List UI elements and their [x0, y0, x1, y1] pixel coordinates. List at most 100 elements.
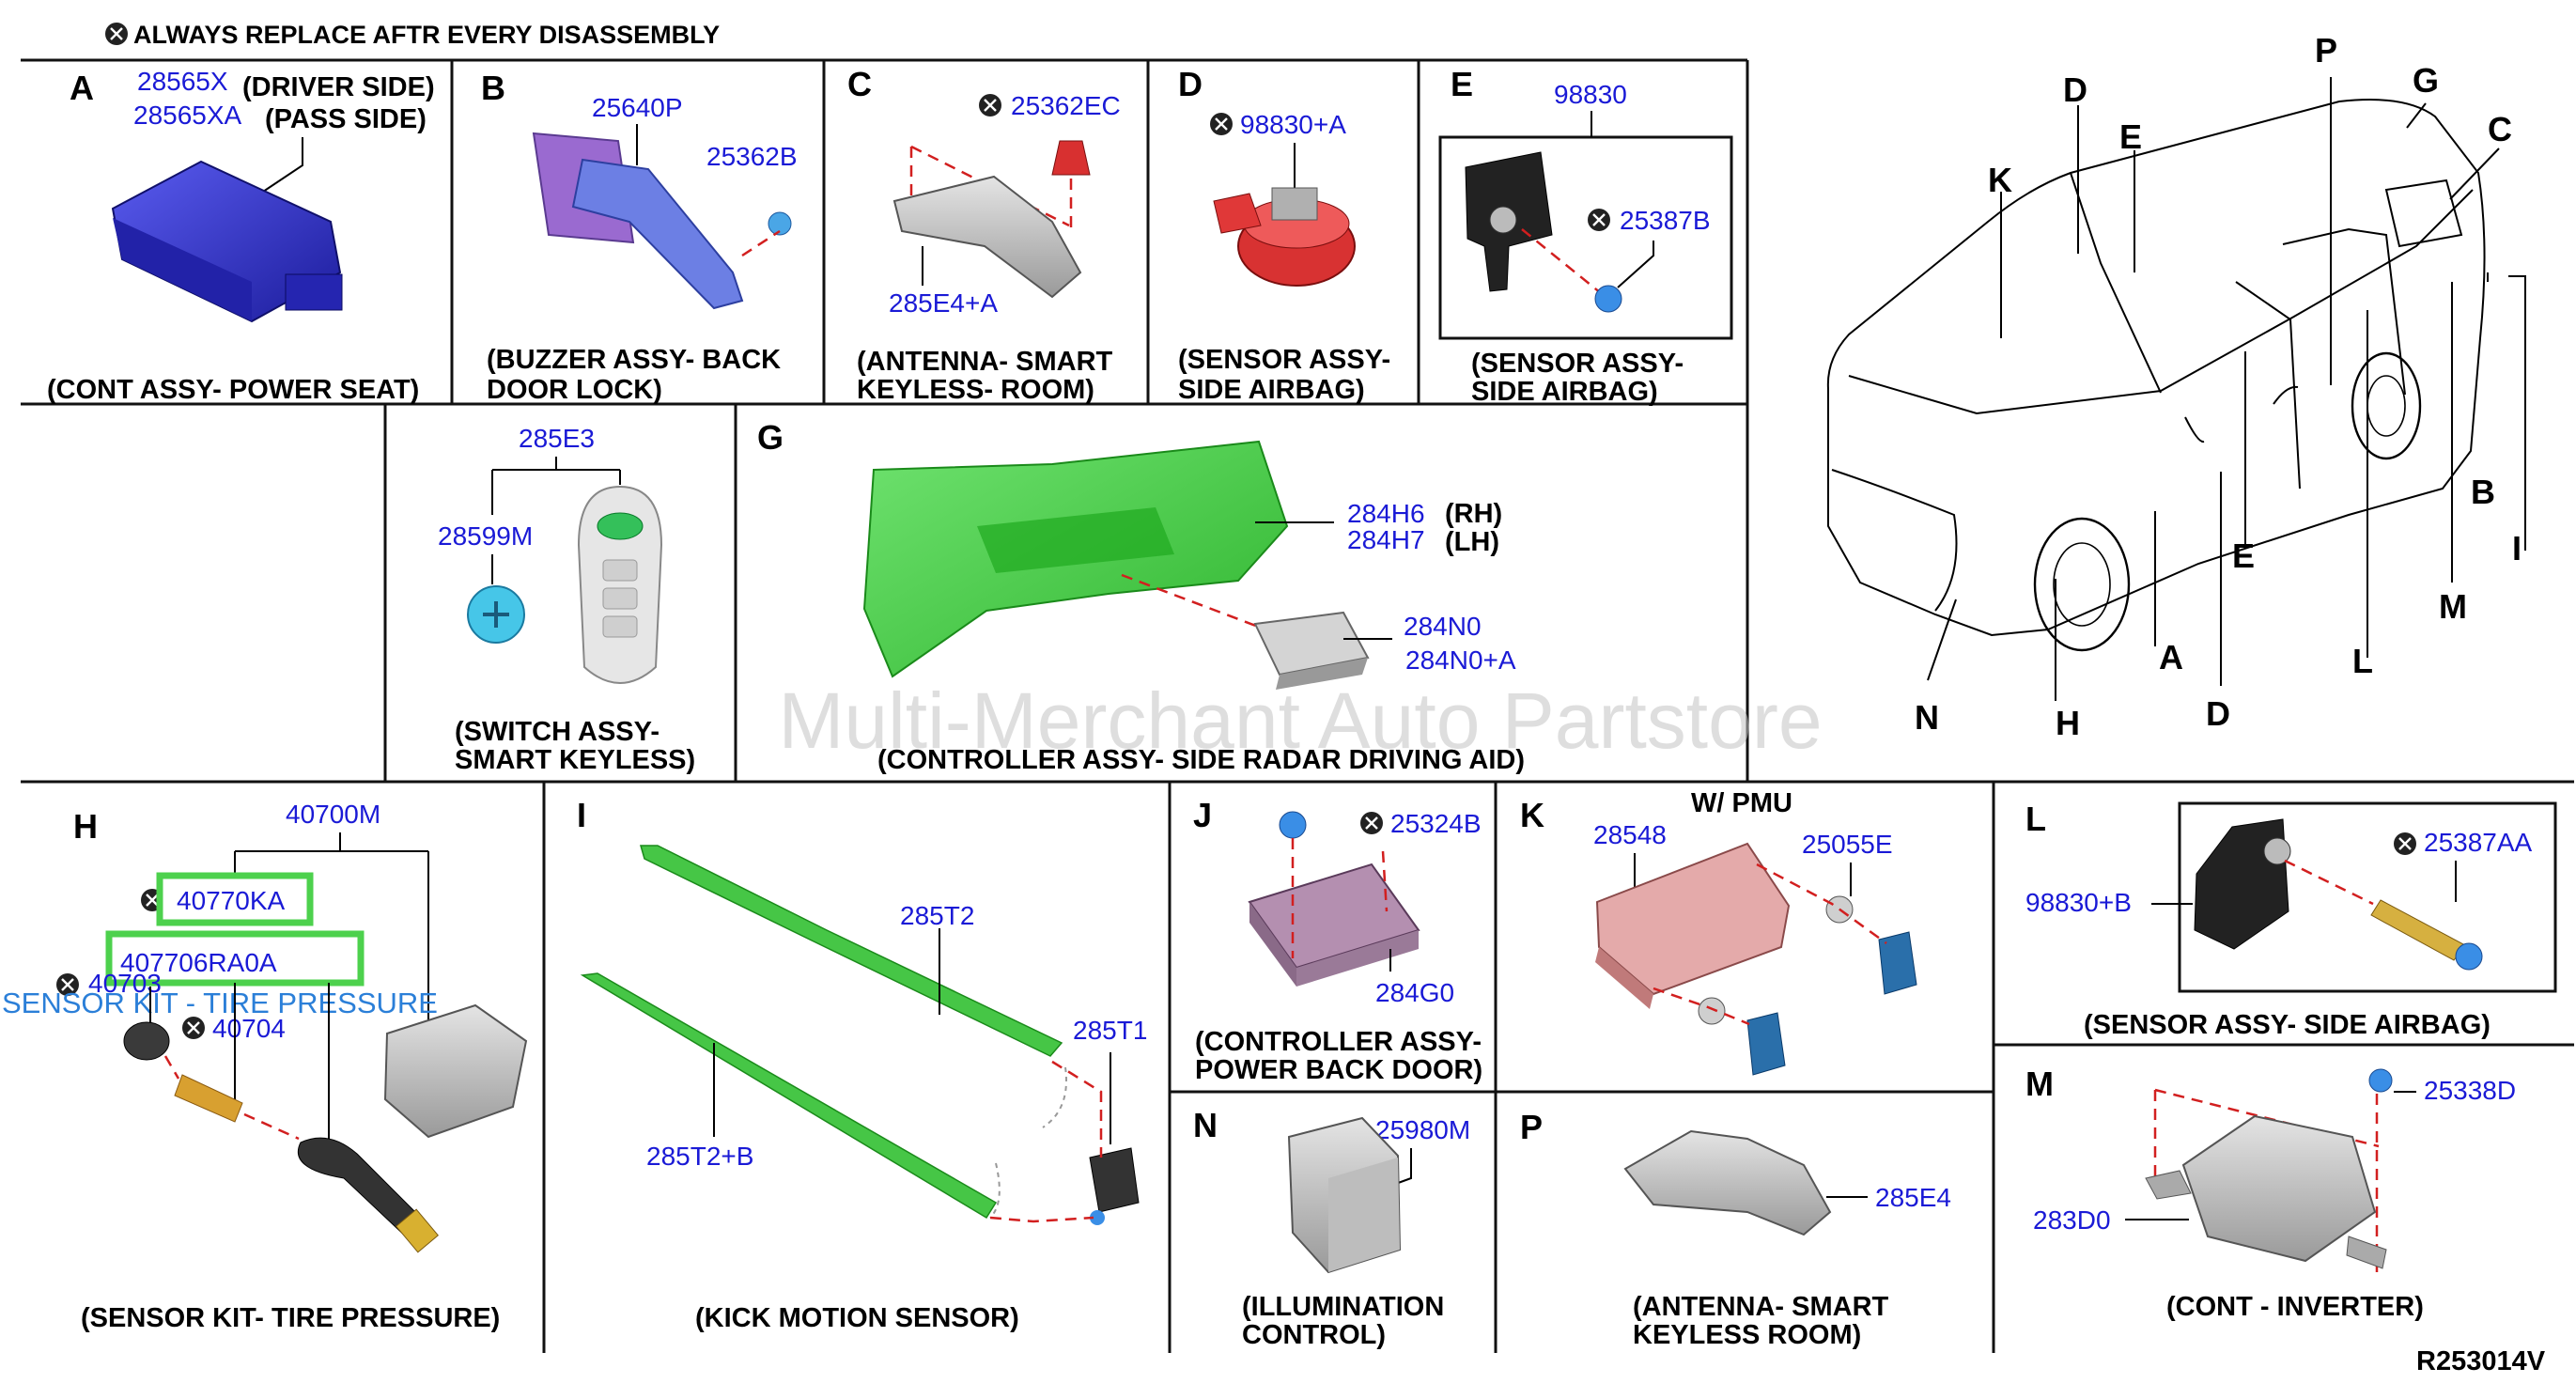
panel-p-caption-2: KEYLESS ROOM) [1633, 1320, 1861, 1350]
panel-k: K W/ PMU 28548 25055E [1520, 788, 1917, 1076]
panel-e-caption-1: (SENSOR ASSY- [1471, 349, 1684, 379]
panel-n: N 25980M (ILLUMINATION CONTROL) [1193, 1106, 1470, 1350]
kick-motion-sensor-icon [580, 845, 1140, 1225]
vehicle-label-d-low: D [2206, 694, 2230, 733]
vehicle-label-c: C [2488, 110, 2512, 148]
panel-m: M 25338D 283D0 (CONT - INVERTER) [2025, 1065, 2516, 1322]
part-285t2[interactable]: 285T2 [900, 901, 974, 930]
panel-e-caption-2: SIDE AIRBAG) [1471, 377, 1658, 407]
part-25362ec[interactable]: 25362EC [1011, 91, 1121, 120]
panel-i: I 285T2 285T1 285T2+B (KICK MOTION SENSO… [577, 796, 1147, 1333]
panel-g-letter: G [757, 418, 784, 457]
panel-c-caption-1: (ANTENNA- SMART [857, 347, 1113, 377]
part-98830[interactable]: 98830 [1554, 80, 1627, 109]
vehicle-label-n: N [1915, 698, 1939, 737]
part-25362b[interactable]: 25362B [706, 142, 798, 171]
sensor-kit-overlay-label: SENSOR KIT - TIRE PRESSURE [2, 987, 438, 1019]
panel-i-caption: (KICK MOTION SENSOR) [695, 1303, 1019, 1333]
antenna-smart-keyless-p-icon [1623, 1129, 1832, 1236]
panel-m-caption: (CONT - INVERTER) [2166, 1292, 2424, 1322]
panel-h: H 40700M 40770KA 407706RA0A 40703 SENSOR… [2, 800, 528, 1333]
panel-m-letter: M [2025, 1065, 2054, 1103]
part-284h7[interactable]: 284H7 [1347, 525, 1425, 554]
part-25055e[interactable]: 25055E [1802, 830, 1893, 859]
part-28548[interactable]: 28548 [1593, 820, 1667, 849]
replace-mark-icon [1358, 810, 1385, 836]
panel-c-letter: C [847, 65, 872, 103]
vehicle-overview [1826, 99, 2486, 652]
part-25387b[interactable]: 25387B [1620, 206, 1711, 235]
part-285e4[interactable]: 285E4 [1875, 1183, 1951, 1212]
panel-f-caption-1: (SWITCH ASSY- [455, 717, 660, 747]
part-28599m[interactable]: 28599M [438, 521, 533, 551]
part-284g0[interactable]: 284G0 [1375, 978, 1454, 1007]
side-radar-bracket-icon [862, 440, 1289, 678]
replace-mark-icon [977, 92, 1003, 118]
driver-side-note: (DRIVER SIDE) [242, 72, 435, 102]
part-285t2-b[interactable]: 285T2+B [646, 1142, 753, 1171]
vehicle-callouts: K D E P G C B I M L E D A H N [1915, 31, 2526, 742]
part-40700m[interactable]: 40700M [286, 800, 380, 829]
vehicle-label-h: H [2056, 704, 2080, 742]
part-28565x[interactable]: 28565X [137, 67, 228, 96]
panel-f-caption-2: SMART KEYLESS) [455, 745, 695, 775]
part-28565xa[interactable]: 28565XA [133, 101, 242, 130]
panel-a-caption: (CONT ASSY- POWER SEAT) [47, 375, 419, 405]
vehicle-label-i: I [2512, 529, 2522, 567]
panel-n-caption-2: CONTROL) [1242, 1320, 1386, 1350]
panel-k-title: W/ PMU [1691, 788, 1792, 818]
part-25338d[interactable]: 25338D [2424, 1076, 2516, 1105]
side-airbag-sensor-e-icon [1465, 151, 1553, 292]
lh-note: (LH) [1445, 527, 1499, 557]
panel-e-letter: E [1451, 65, 1473, 103]
part-285t1[interactable]: 285T1 [1073, 1016, 1147, 1045]
panel-f: 285E3 28599M (SWITCH ASSY- SMART KEYLESS… [438, 424, 695, 775]
power-back-door-controller-icon [1248, 863, 1420, 987]
diagram-code: R253014V [2416, 1346, 2546, 1376]
panel-b-letter: B [481, 69, 505, 107]
panel-b-caption-2: DOOR LOCK) [487, 375, 662, 405]
panel-p: P 285E4 (ANTENNA- SMART KEYLESS ROOM) [1520, 1108, 1951, 1350]
side-airbag-sensor-l-icon [2194, 818, 2483, 971]
panel-l: L 98830+B 25387AA (SENSOR ASSY- SIDE AIR… [2025, 800, 2533, 1040]
replace-mark-icon [1208, 111, 1234, 137]
panel-c: C 25362EC 285E4+A (ANTENNA- SMART KEYLES… [847, 65, 1121, 405]
part-25387aa[interactable]: 25387AA [2424, 828, 2533, 857]
part-98830-b[interactable]: 98830+B [2025, 888, 2132, 917]
panel-h-letter: H [73, 807, 98, 846]
part-285e3[interactable]: 285E3 [519, 424, 595, 453]
power-seat-module-icon [111, 160, 343, 323]
vehicle-label-k: K [1988, 161, 2012, 199]
panel-l-caption: (SENSOR ASSY- SIDE AIRBAG) [2084, 1010, 2491, 1040]
part-285e4-a[interactable]: 285E4+A [889, 288, 998, 318]
part-25324b[interactable]: 25324B [1390, 809, 1482, 838]
vehicle-label-d-top: D [2063, 70, 2087, 109]
smart-key-fob-icon [577, 485, 663, 684]
part-98830-a[interactable]: 98830+A [1240, 110, 1346, 139]
pmu-module-icon [1595, 842, 1917, 1076]
radar-controller-icon [1253, 611, 1370, 690]
panel-j: J 25324B 284G0 (CONTROLLER ASSY- POWER B… [1193, 796, 1482, 1085]
panel-h-caption: (SENSOR KIT- TIRE PRESSURE) [81, 1303, 500, 1333]
part-284n0[interactable]: 284N0 [1404, 612, 1482, 641]
part-284h6[interactable]: 284H6 [1347, 499, 1425, 528]
panel-n-caption-1: (ILLUMINATION [1242, 1292, 1444, 1322]
illumination-control-module-icon [1287, 1116, 1402, 1274]
part-284n0-a[interactable]: 284N0+A [1405, 645, 1516, 675]
vehicle-label-l: L [2352, 642, 2373, 680]
part-407706ra0a[interactable]: 407706RA0A [120, 948, 277, 977]
panel-a-letter: A [70, 69, 94, 107]
part-40770ka[interactable]: 40770KA [177, 886, 286, 915]
part-40704[interactable]: 40704 [212, 1014, 286, 1043]
side-airbag-sensor-red-icon [1213, 187, 1356, 287]
panel-j-caption-2: POWER BACK DOOR) [1195, 1055, 1482, 1085]
part-40703[interactable]: 40703 [88, 969, 162, 998]
panel-g-caption: (CONTROLLER ASSY- SIDE RADAR DRIVING AID… [877, 745, 1525, 775]
pass-side-note: (PASS SIDE) [265, 104, 427, 134]
part-25980m[interactable]: 25980M [1375, 1115, 1470, 1144]
part-283d0[interactable]: 283D0 [2033, 1205, 2111, 1235]
battery-icon [467, 585, 525, 644]
part-25640p[interactable]: 25640P [592, 93, 683, 122]
panel-p-caption-1: (ANTENNA- SMART [1633, 1292, 1889, 1322]
